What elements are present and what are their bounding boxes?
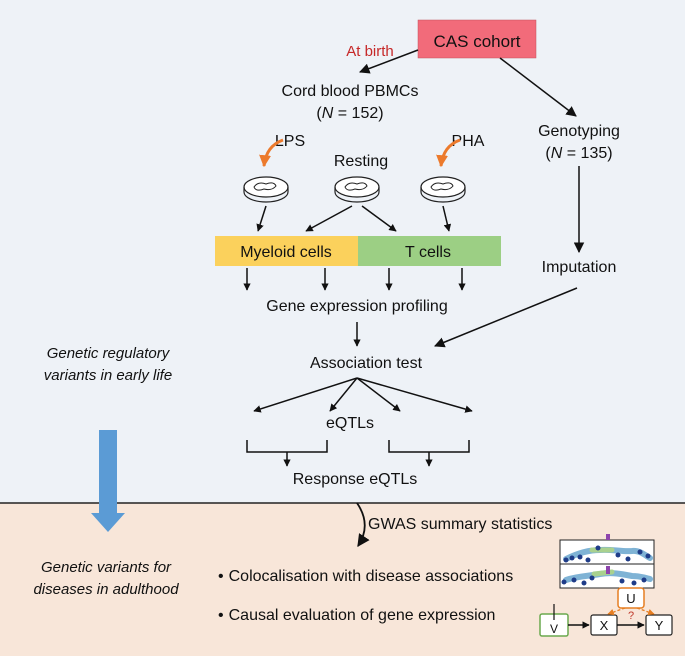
imputation-to-association-arrow <box>434 287 578 348</box>
dag-y-label: Y <box>655 618 664 633</box>
dag-u-node <box>617 587 645 609</box>
lps-label: LPS <box>275 133 305 150</box>
pha-to-tcells-arrow <box>442 205 452 232</box>
petri-dish-pha-icon <box>420 176 466 203</box>
dag-v-label: V <box>550 622 558 636</box>
t-cells-label: T cells <box>405 244 451 261</box>
myeloid-cells-label: Myeloid cells <box>240 244 332 261</box>
association-arrow-1 <box>253 377 358 413</box>
at-birth-label: At birth <box>346 43 394 60</box>
resting-label: Resting <box>334 153 388 170</box>
dag-x-label: X <box>600 618 609 633</box>
causal-bullet: •Causal evaluation of gene expression <box>218 607 495 624</box>
dag-question-mark: ? <box>628 610 634 622</box>
cas-cohort-box <box>417 19 537 59</box>
adulthood-label-line1: Genetic variants for <box>41 559 172 576</box>
cas-to-cord-arrow <box>359 49 419 74</box>
lps-to-myeloid-arrow <box>256 205 267 232</box>
pha-label: PHA <box>452 133 485 150</box>
resting-to-myeloid-arrow <box>305 205 353 232</box>
association-test-label: Association test <box>310 355 423 372</box>
gwas-curved-arrow <box>356 502 370 548</box>
dag-u-to-x-arrow <box>607 607 626 616</box>
petri-dish-lps-icon <box>243 176 289 203</box>
association-arrow-3 <box>356 377 401 412</box>
gwas-label: GWAS summary statistics <box>368 516 552 533</box>
association-arrow-4 <box>356 377 473 413</box>
colocalisation-plot-icon <box>559 534 655 589</box>
resting-to-tcells-arrow <box>361 205 397 232</box>
cas-to-genotyping-arrow <box>499 57 577 117</box>
dag-u-to-y-arrow <box>636 607 655 616</box>
adulthood-label-line2: diseases in adulthood <box>33 581 179 598</box>
imputation-label: Imputation <box>542 259 617 276</box>
eqtls-label: eQTLs <box>326 415 374 432</box>
causal-dag-icon: V X Y U ? <box>539 587 673 637</box>
dag-y-node <box>645 614 673 636</box>
genotyping-n: (N = 135) <box>545 145 612 162</box>
petri-dish-resting-icon <box>334 176 380 203</box>
pha-stimulus-arrow <box>436 138 461 168</box>
gene-expression-label: Gene expression profiling <box>266 298 447 315</box>
coloc-bullet: •Colocalisation with disease association… <box>218 568 513 585</box>
cas-cohort-label: CAS cohort <box>434 32 521 51</box>
lps-stimulus-arrow <box>259 138 284 168</box>
response-eqtls-label: Response eQTLs <box>293 471 418 488</box>
genotyping-label: Genotyping <box>538 123 620 140</box>
cord-blood-label: Cord blood PBMCs <box>282 83 419 100</box>
dag-u-label: U <box>626 591 635 606</box>
association-arrow-2 <box>329 377 358 412</box>
t-cells-box <box>358 236 501 266</box>
early-life-label-line1: Genetic regulatory <box>47 345 171 362</box>
early-to-adult-arrow-icon <box>91 430 125 532</box>
myeloid-cells-box <box>215 236 358 266</box>
early-life-label-line2: variants in early life <box>44 367 172 384</box>
cord-blood-n: (N = 152) <box>316 105 383 122</box>
